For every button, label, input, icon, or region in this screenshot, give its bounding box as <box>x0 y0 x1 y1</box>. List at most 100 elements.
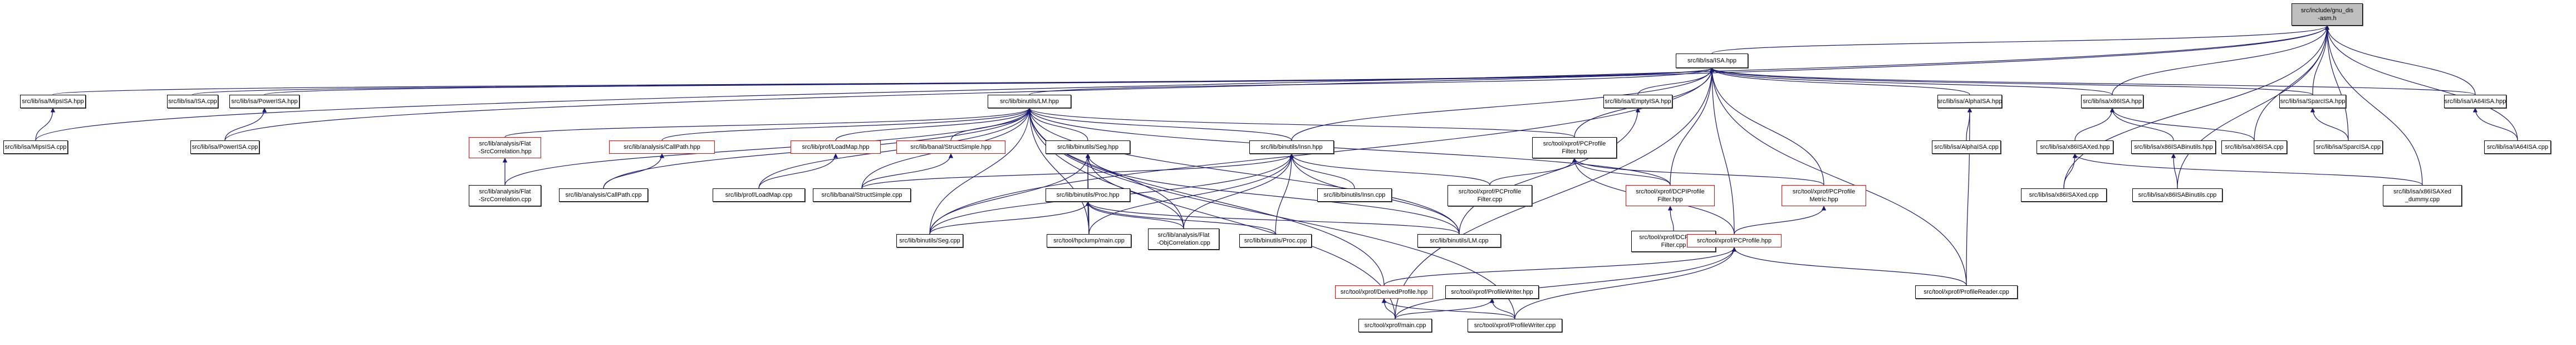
node-x86xed-cpp[interactable]: src/lib/isa/x86ISAXed.cpp <box>2021 188 2107 202</box>
edge-x86xed_cpp-to-root <box>2063 25 2330 189</box>
node-x86bin-cpp[interactable]: src/lib/isa/x86ISABinutils.cpp <box>2132 188 2222 202</box>
edge-struct_cpp-to-insn_hpp <box>861 153 1294 189</box>
node-seg-hpp[interactable]: src/lib/binutils/Seg.hpp <box>1046 140 1130 154</box>
edge-loadmap_cpp-to-loadmap_hpp <box>758 153 838 189</box>
edge-x86xed_cpp-to-x86xed_hpp <box>2063 153 2078 189</box>
node-writer-cpp[interactable]: src/tool/xprof/ProfileWriter.cpp <box>1468 319 1562 332</box>
node-sparc-hpp[interactable]: src/lib/isa/SparcISA.hpp <box>2279 95 2346 108</box>
edge-xmain_cpp-to-pcprofile_hpp <box>1395 247 1737 319</box>
edge-dcpi_hpp-to-isa_hpp <box>1670 67 1715 186</box>
edge-xmain_cpp-to-writer_hpp <box>1395 298 1495 319</box>
edge-seg_cpp-to-proc_hpp <box>929 201 1091 235</box>
edge-dcpi_cpp-to-dcpi_hpp <box>1667 206 1674 231</box>
edge-writer_cpp-to-lm_hpp <box>1027 108 1515 319</box>
edge-ia64_cpp-to-root <box>2324 25 2518 141</box>
edge-x86dummy_cpp-to-x86xed_hpp <box>2072 153 2423 186</box>
node-loadmap-hpp[interactable]: src/lib/prof/LoadMap.hpp <box>791 140 881 154</box>
edge-isa_hpp-to-root <box>1711 25 2329 54</box>
node-empty-hpp[interactable]: src/lib/isa/EmptyISA.hpp <box>1603 95 1672 108</box>
edge-writer_cpp-to-writer_hpp <box>1489 298 1515 319</box>
node-pcprofile-hpp[interactable]: src/tool/xprof/PCProfile.hpp <box>1687 234 1782 247</box>
edge-seg_hpp-to-lm_hpp <box>1027 108 1088 141</box>
edge-x86_hpp-to-root <box>2112 25 2330 95</box>
edge-sparc_cpp-to-root <box>2324 25 2349 141</box>
node-struct-cpp[interactable]: src/lib/banal/StructSimple.cpp <box>813 188 911 202</box>
node-x86xed-hpp[interactable]: src/lib/isa/x86ISAXed.hpp <box>2037 140 2113 154</box>
node-x86-hpp[interactable]: src/lib/isa/x86ISA.hpp <box>2081 95 2143 108</box>
edge-seg_cpp-to-seg_hpp <box>929 153 1091 235</box>
node-power-cpp[interactable]: src/lib/isa/PowerISA.cpp <box>190 140 259 154</box>
edge-flatobj_cpp-to-insn_hpp <box>1183 153 1294 229</box>
node-lm-cpp[interactable]: src/lib/binutils/LM.cpp <box>1417 234 1501 247</box>
node-flatsrc-cpp[interactable]: src/lib/analysis/Flat -SrcCorrelation.cp… <box>469 185 541 206</box>
node-insn-cpp[interactable]: src/lib/binutils/Insn.cpp <box>1317 188 1392 202</box>
edge-writer_cpp-to-derived_hpp <box>1381 298 1515 319</box>
node-proc-cpp[interactable]: src/lib/binutils/Proc.cpp <box>1239 234 1312 247</box>
edge-metric_hpp-to-isa_hpp <box>1709 67 1824 186</box>
edge-pcpf_hpp-to-lm_hpp <box>1027 108 1575 138</box>
node-dcpi-hpp[interactable]: src/tool/xprof/DCPIProfile Filter.hpp <box>1626 185 1715 206</box>
edge-lm_cpp-to-empty_hpp <box>1459 108 1641 235</box>
node-callpath-hpp[interactable]: src/lib/analysis/CallPath.hpp <box>609 140 715 154</box>
node-writer-hpp[interactable]: src/tool/xprof/ProfileWriter.hpp <box>1445 285 1539 299</box>
node-x86bin-hpp[interactable]: src/lib/isa/x86ISABinutils.hpp <box>2131 140 2216 154</box>
node-metric-hpp[interactable]: src/tool/xprof/PCProfile Metric.hpp <box>1782 185 1866 206</box>
edge-alpha_cpp-to-alpha_hpp <box>1966 108 1973 141</box>
edge-pcpf_cpp-to-pcpf_hpp <box>1489 158 1577 186</box>
edge-seg_cpp-to-lm_hpp <box>929 108 1032 235</box>
edge-ia64_hpp-to-isa_hpp <box>1710 67 2476 95</box>
node-root[interactable]: src/include/gnu_dis -asm.h <box>2292 3 2363 26</box>
edge-pcpf_cpp-to-insn_hpp <box>1289 153 1490 186</box>
edge-lm_cpp-to-proc_hpp <box>1085 201 1460 235</box>
edge-writer_cpp-to-pcprofile_hpp <box>1514 247 1737 319</box>
node-callpath-cpp[interactable]: src/lib/analysis/CallPath.cpp <box>559 188 648 202</box>
node-ia64-hpp[interactable]: src/lib/isa/IA64ISA.hpp <box>2444 95 2506 108</box>
node-pcpf-cpp[interactable]: src/tool/xprof/PCProfile Filter.cpp <box>1448 185 1532 206</box>
node-proc-hpp[interactable]: src/lib/binutils/Proc.hpp <box>1046 188 1130 202</box>
edge-proc_cpp-to-insn_hpp <box>1275 153 1294 235</box>
node-xmain-cpp[interactable]: src/tool/xprof/main.cpp <box>1358 319 1432 332</box>
edge-hpclump_cpp-to-lm_hpp <box>1027 108 1090 235</box>
edge-mips_cpp-to-root <box>35 25 2329 141</box>
edge-lm_cpp-to-lm_hpp <box>1027 108 1460 235</box>
node-sparc-cpp[interactable]: src/lib/isa/SparcISA.cpp <box>2314 140 2383 154</box>
edge-flatsrc_cpp-to-lm_hpp <box>504 108 1032 186</box>
node-alpha-hpp[interactable]: src/lib/isa/AlphaISA.hpp <box>1937 95 2002 108</box>
node-flatobj-cpp[interactable]: src/lib/analysis/Flat -ObjCorrelation.cp… <box>1148 229 1219 250</box>
node-x86-cpp[interactable]: src/lib/isa/x86ISA.cpp <box>2221 140 2287 154</box>
edge-xmain_cpp-to-isa_hpp <box>1395 67 1715 319</box>
node-pcpf-hpp[interactable]: src/tool/xprof/PCProfile Filter.hpp <box>1532 137 1617 158</box>
edge-flatobj_cpp-to-proc_hpp <box>1085 201 1184 229</box>
node-hpclump-cpp[interactable]: src/tool/hpclump/main.cpp <box>1047 234 1131 247</box>
node-mips-hpp[interactable]: src/lib/isa/MipsISA.hpp <box>20 95 86 108</box>
node-ia64-cpp[interactable]: src/lib/isa/IA64ISA.cpp <box>2484 140 2551 154</box>
node-struct-hpp[interactable]: src/lib/banal/StructSimple.hpp <box>896 140 1005 154</box>
node-seg-cpp[interactable]: src/lib/binutils/Seg.cpp <box>896 234 963 247</box>
node-flatsrc-hpp[interactable]: src/lib/analysis/Flat -SrcCorrelation.hp… <box>469 137 541 158</box>
node-mips-cpp[interactable]: src/lib/isa/MipsISA.cpp <box>3 140 68 154</box>
edge-x86xed_hpp-to-x86_hpp <box>2074 108 2115 141</box>
edge-reader_cpp-to-alpha_hpp <box>1966 108 1973 286</box>
node-lm-hpp[interactable]: src/lib/binutils/LM.hpp <box>988 95 1071 108</box>
edge-lm_hpp-to-isa_hpp <box>1029 67 1714 95</box>
node-reader-cpp[interactable]: src/tool/xprof/ProfileReader.cpp <box>1915 285 2018 299</box>
node-power-hpp[interactable]: src/lib/isa/PowerISA.hpp <box>229 95 300 108</box>
node-isa-hpp[interactable]: src/lib/isa/ISA.hpp <box>1676 54 1748 68</box>
node-loadmap-cpp[interactable]: src/lib/prof/LoadMap.cpp <box>713 188 805 202</box>
edge-proc_cpp-to-proc_hpp <box>1085 201 1276 235</box>
edge-x86bin_cpp-to-x86bin_hpp <box>2171 153 2178 189</box>
edge-sparc_hpp-to-isa_hpp <box>1710 67 2313 95</box>
node-derived-hpp[interactable]: src/tool/xprof/DerivedProfile.hpp <box>1335 285 1433 299</box>
edge-loadmap_hpp-to-lm_hpp <box>835 108 1032 141</box>
node-x86dummy-cpp[interactable]: src/lib/isa/x86ISAXed _dummy.cpp <box>2383 185 2462 206</box>
node-isa-cpp[interactable]: src/lib/isa/ISA.cpp <box>167 95 218 108</box>
node-alpha-cpp[interactable]: src/lib/isa/AlphaISA.cpp <box>1932 140 2001 154</box>
edge-reader_cpp-to-isa_hpp <box>1709 67 1967 286</box>
node-insn-hpp[interactable]: src/lib/binutils/Insn.hpp <box>1249 140 1334 154</box>
edge-derived_hpp-to-pcprofile_hpp <box>1383 247 1737 286</box>
edge-mips_hpp-to-isa_hpp <box>52 67 1714 95</box>
edge-loadmap_cpp-to-lm_hpp <box>758 108 1032 189</box>
edge-x86_hpp-to-isa_hpp <box>1709 67 2113 95</box>
edge-dcpi_hpp-to-lm_hpp <box>1027 108 1671 186</box>
